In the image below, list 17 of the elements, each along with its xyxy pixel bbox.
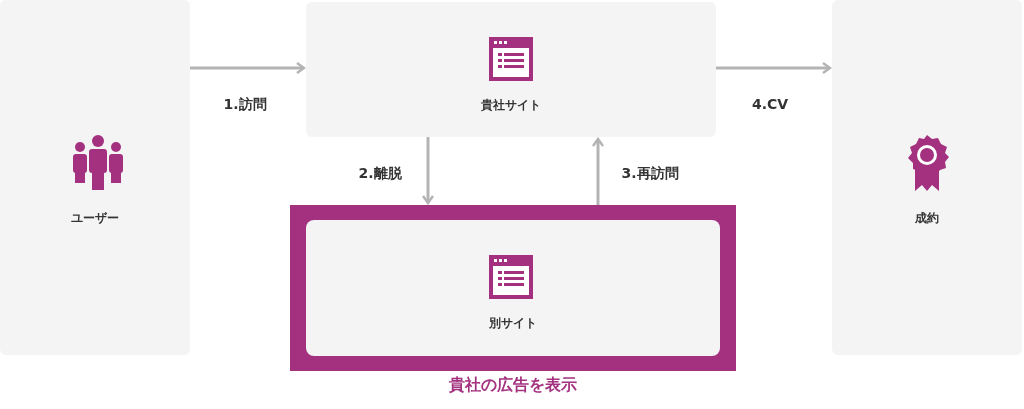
node-label: 貴社サイト	[481, 97, 541, 114]
site-box	[306, 220, 720, 356]
edge-label: 1.訪問	[223, 96, 267, 114]
panel	[832, 0, 1022, 355]
edge-label: 3.再訪問	[621, 165, 679, 183]
node-label: 成約	[915, 210, 939, 227]
arrow	[591, 137, 605, 205]
node-label: 貴社の広告を表示	[449, 375, 577, 396]
panel	[0, 0, 190, 355]
edge-label: 2.離脱	[358, 165, 402, 183]
site-box	[306, 2, 716, 137]
edge-label: 4.CV	[751, 96, 789, 112]
arrow	[190, 61, 306, 75]
arrow	[716, 61, 832, 75]
node-label: 別サイト	[489, 315, 537, 332]
arrow	[421, 137, 435, 205]
node-label: ユーザー	[71, 210, 119, 227]
